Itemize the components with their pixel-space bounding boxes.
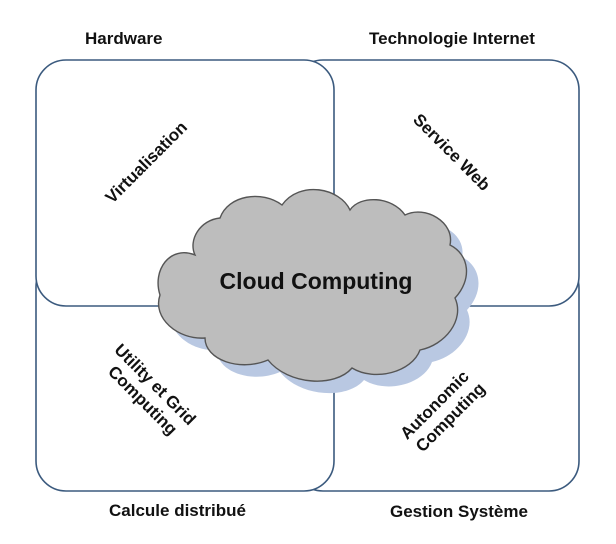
- label-technologie-internet: Technologie Internet: [369, 29, 535, 48]
- label-gestion-systeme: Gestion Système: [390, 502, 528, 521]
- label-hardware: Hardware: [85, 29, 163, 48]
- cloud-title: Cloud Computing: [220, 268, 413, 294]
- label-calcule-distribue: Calcule distribué: [109, 501, 246, 520]
